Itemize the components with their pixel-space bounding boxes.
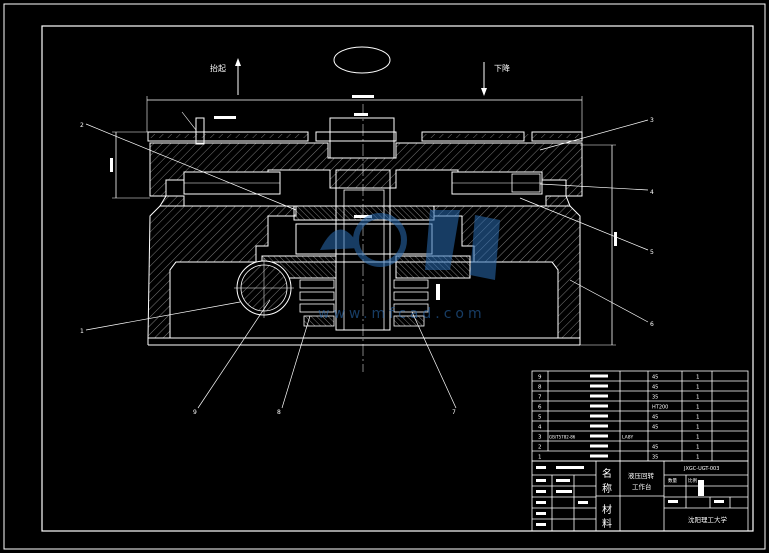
tb-title-1: 液压回转 xyxy=(628,471,655,480)
part-num-5: 5 xyxy=(650,249,654,256)
base-upper-band xyxy=(159,195,571,207)
bom-row-name-block xyxy=(590,454,608,458)
tb-drawing-no: JXGC-UGT-003 xyxy=(683,466,719,472)
base-cavity xyxy=(169,261,559,339)
bom-row-name-block xyxy=(590,394,608,398)
label-lower: 下降 xyxy=(494,63,510,73)
bom-row-no: 3 xyxy=(538,435,542,441)
bom-row-name-block xyxy=(590,444,608,448)
bolt-label xyxy=(214,116,236,119)
right-dim-text xyxy=(614,232,617,246)
bom-row-no: 8 xyxy=(538,385,542,391)
title-block xyxy=(531,460,749,532)
leader-lines xyxy=(85,119,649,409)
part-num-8: 8 xyxy=(277,409,281,416)
tb-filler-blocks xyxy=(536,466,724,526)
bom-row-note: LA8Y xyxy=(622,435,634,441)
tb-scale: 比例 xyxy=(688,477,697,484)
lower-arrowhead xyxy=(481,88,487,96)
bom-row-name-block xyxy=(590,374,608,378)
bom-row-no: 9 xyxy=(538,375,542,381)
bom-row-qty: 1 xyxy=(696,455,700,461)
bom-row-material: 35 xyxy=(652,455,658,461)
part-num-7: 7 xyxy=(452,409,456,416)
bom-row-name-block xyxy=(590,404,608,408)
bom-row-no: 5 xyxy=(538,415,542,421)
tb-title-2: 工作台 xyxy=(632,482,652,491)
table-top xyxy=(147,131,583,142)
bom-row-no: 4 xyxy=(538,425,542,431)
tb-mat-1: 材 xyxy=(602,503,612,516)
bearing-stack-right xyxy=(393,279,429,327)
top-dim-text xyxy=(352,95,374,98)
bom-row-material: 35 xyxy=(652,395,658,401)
bolt-top-left xyxy=(195,117,205,145)
bom-row-no: 2 xyxy=(538,445,542,451)
tb-mat-2: 料 xyxy=(602,517,612,530)
tb-name-1: 名 xyxy=(602,467,612,480)
bom-row-qty: 1 xyxy=(696,425,700,431)
tb-name-2: 称 xyxy=(602,482,612,495)
tb-qty: 数量 xyxy=(668,477,677,484)
bom-row-material: 45 xyxy=(652,375,658,381)
top-oval xyxy=(333,46,391,74)
bom-row-qty: 1 xyxy=(696,405,700,411)
bom-row-no: 7 xyxy=(538,395,542,401)
part-num-6: 6 xyxy=(650,321,654,328)
hub-top xyxy=(329,117,395,159)
gear-block-right xyxy=(395,255,471,279)
part-num-2: 2 xyxy=(80,122,84,129)
bom-row-qty: 1 xyxy=(696,385,700,391)
bom-row-material: 45 xyxy=(652,385,658,391)
piston-body xyxy=(295,223,433,255)
bom-row-qty: 1 xyxy=(696,375,700,381)
bom-row-material: 45 xyxy=(652,425,658,431)
bom-row-name-block xyxy=(590,424,608,428)
bom-table xyxy=(531,370,749,462)
bom-row-material: 45 xyxy=(652,445,658,451)
bom-row-standard: GB/T5782-86 xyxy=(549,435,576,440)
bom-row-no: 1 xyxy=(538,455,542,461)
tb-school: 沈阳理工大学 xyxy=(688,515,728,524)
hub-dim-text xyxy=(354,113,368,116)
outer-frame xyxy=(3,3,766,550)
part-num-3: 3 xyxy=(650,117,654,124)
inner-frame xyxy=(41,25,754,532)
bom-row-name-block xyxy=(590,434,608,438)
bom-row-name-block xyxy=(590,414,608,418)
bom-row-material: HT200 xyxy=(652,405,668,411)
part-num-4: 4 xyxy=(650,189,654,196)
bom-row-qty: 1 xyxy=(696,445,700,451)
part-num-9: 9 xyxy=(193,409,197,416)
bom-row-material: 45 xyxy=(652,415,658,421)
label-lift: 抬起 xyxy=(210,63,226,73)
bom-row-no: 6 xyxy=(538,405,542,411)
bom-row-name-block xyxy=(590,384,608,388)
bom-row-qty: 1 xyxy=(696,435,700,441)
bearing-stack-left xyxy=(299,279,335,327)
lift-arrowhead xyxy=(235,58,241,66)
bom-row-qty: 1 xyxy=(696,395,700,401)
part-num-1: 1 xyxy=(80,328,84,335)
left-dim-text xyxy=(110,158,113,172)
bom-row-qty: 1 xyxy=(696,415,700,421)
